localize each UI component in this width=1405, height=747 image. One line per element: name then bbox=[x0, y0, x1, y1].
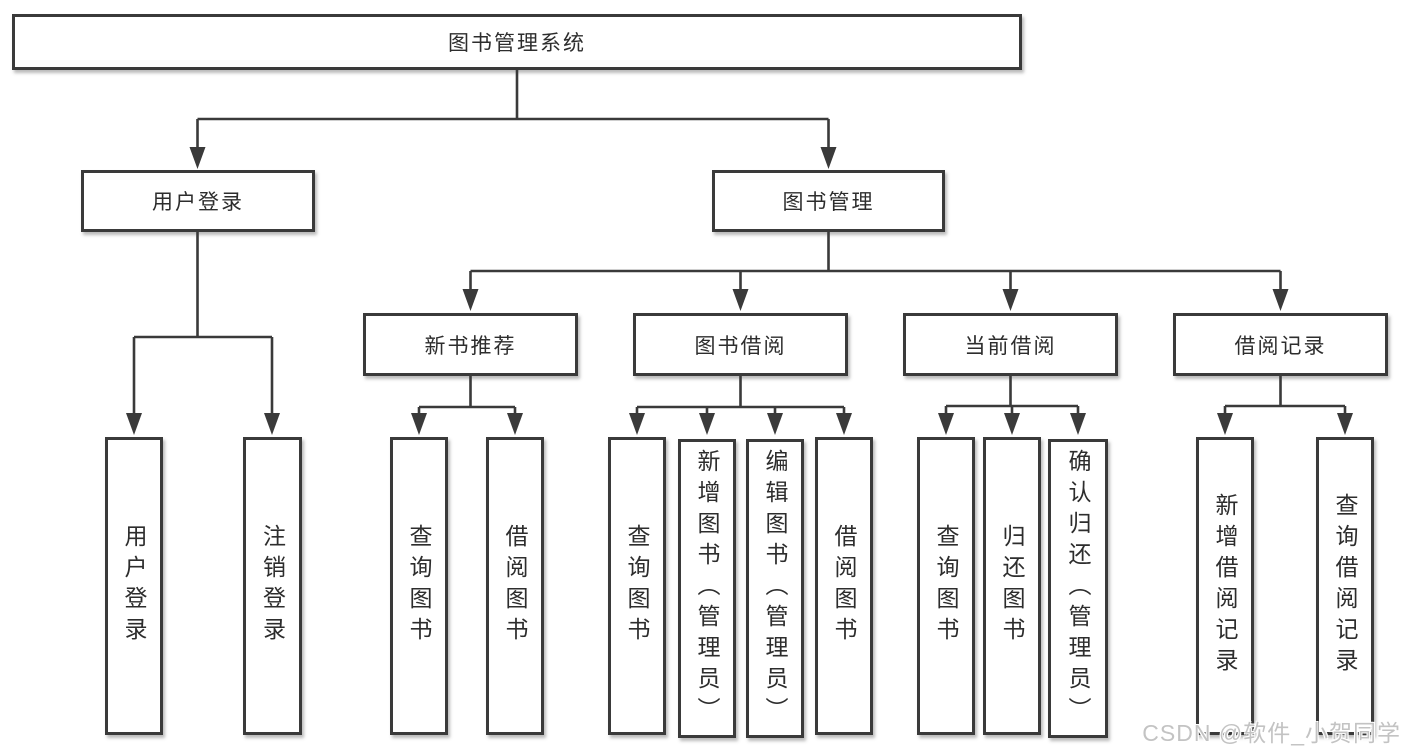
leaf-user-login: 用户登录 bbox=[105, 437, 163, 735]
node-book-management: 图书管理 bbox=[712, 170, 945, 232]
leaf-logout-login: 注销登录 bbox=[243, 437, 302, 735]
watermark: CSDN @软件_小贺同学 bbox=[1142, 720, 1401, 746]
leaf-return-book: 归还图书 bbox=[983, 437, 1041, 735]
leaf-add-book-admin: 新增图书（管理员） bbox=[678, 439, 736, 738]
node-user-login: 用户登录 bbox=[81, 170, 315, 232]
leaf-edit-book-admin: 编辑图书（管理员） bbox=[746, 439, 804, 738]
leaf-query-books-current: 查询图书 bbox=[917, 437, 975, 735]
node-book-borrowing: 图书借阅 bbox=[633, 313, 848, 376]
connector-edges bbox=[132, 70, 1347, 416]
leaf-borrow-books-borrowing: 借阅图书 bbox=[815, 437, 873, 735]
node-root: 图书管理系统 bbox=[12, 14, 1022, 70]
arrowheads bbox=[126, 147, 1353, 435]
leaf-confirm-return-admin: 确认归还（管理员） bbox=[1048, 439, 1108, 738]
leaf-add-borrow-record: 新增借阅记录 bbox=[1196, 437, 1254, 735]
leaf-query-borrow-record: 查询借阅记录 bbox=[1316, 437, 1374, 735]
node-new-book-recommend: 新书推荐 bbox=[363, 313, 578, 376]
leaf-query-books-borrowing: 查询图书 bbox=[608, 437, 666, 735]
node-current-borrowing: 当前借阅 bbox=[903, 313, 1118, 376]
leaf-query-books-recommend: 查询图书 bbox=[390, 437, 448, 735]
node-borrowing-records: 借阅记录 bbox=[1173, 313, 1388, 376]
leaf-borrow-books-recommend: 借阅图书 bbox=[486, 437, 544, 735]
